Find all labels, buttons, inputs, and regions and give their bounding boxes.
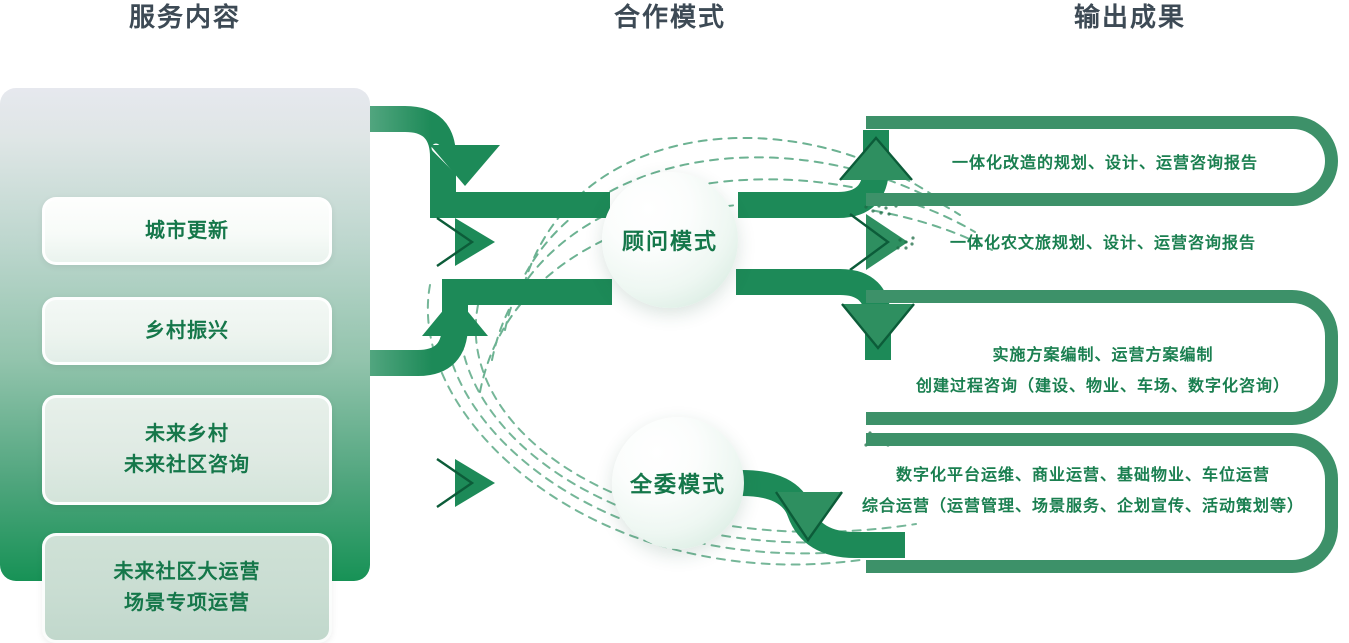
output-text-3: 实施方案编制、运营方案编制 创建过程咨询（建设、物业、车场、数字化咨询） [878,340,1328,402]
service-card-community-operation[interactable]: 未来社区大运营 场景专项运营 [42,533,332,643]
service-card-line: 乡村振兴 [145,319,229,342]
service-panel: 城市更新 乡村振兴 未来乡村 未来社区咨询 未来社区大运营 场景专项运营 [0,88,370,643]
arrow-outline-icon [436,217,475,267]
output-pill-2 [866,290,1338,425]
mode-circle-advisor[interactable]: 顾问模式 [602,172,738,308]
arrow-outline-icon [849,213,891,271]
mode-circle-label: 顾问模式 [621,229,718,254]
service-card-line: 场景专项运营 [124,592,250,614]
arrow-head-down-icon [430,145,500,186]
service-card-line: 未来社区大运营 [113,561,261,583]
output-text-4: 数字化平台运维、商业运营、基础物业、车位运营 综合运营（运营管理、场景服务、企划… [818,460,1348,522]
output-text-line: 实施方案编制、运营方案编制 [992,347,1214,364]
column-header-service: 服务内容 [128,2,241,32]
arrow-head-right-icon [455,218,495,266]
mode-circle-label: 全委模式 [629,472,726,497]
service-card-line: 未来社区咨询 [124,454,250,476]
dashed-arc-icon [519,137,941,301]
service-card-city-renewal[interactable]: 城市更新 [42,197,332,265]
output-text-line: 一体化改造的规划、设计、运营咨询报告 [951,155,1258,172]
arrow-outline-icon [775,491,843,543]
output-text-line: 一体化农文旅规划、设计、运营咨询报告 [949,235,1256,252]
dashed-arc-icon [442,289,881,555]
output-pill-1 [866,116,1338,206]
output-text-line: 综合运营（运营管理、场景服务、企划宣传、活动策划等） [861,498,1304,516]
service-card-future-village[interactable]: 未来乡村 未来社区咨询 [42,395,332,505]
output-text-line: 创建过程咨询（建设、物业、车场、数字化咨询） [915,378,1290,396]
arrow-head-right-icon [455,459,495,507]
column-header-mode: 合作模式 [613,2,726,32]
mode-circle-full-delegation[interactable]: 全委模式 [612,417,744,549]
arrow-head-up-icon [422,296,488,336]
arrow-head-down-icon-2 [776,492,842,540]
output-pill-3 [866,433,1338,573]
output-text-line: 数字化平台运维、商业运营、基础物业、车位运营 [895,467,1270,484]
service-card-line: 城市更新 [145,219,229,242]
column-header-output: 输出成果 [1073,2,1186,32]
output-text-1: 一体化改造的规划、设计、运营咨询报告 [890,148,1320,179]
arrow-outline-icon [436,458,475,508]
output-text-2: 一体化农文旅规划、设计、运营咨询报告 [878,228,1328,259]
service-card-rural-revitalization[interactable]: 乡村振兴 [42,297,332,365]
service-card-line: 未来乡村 [145,423,229,445]
